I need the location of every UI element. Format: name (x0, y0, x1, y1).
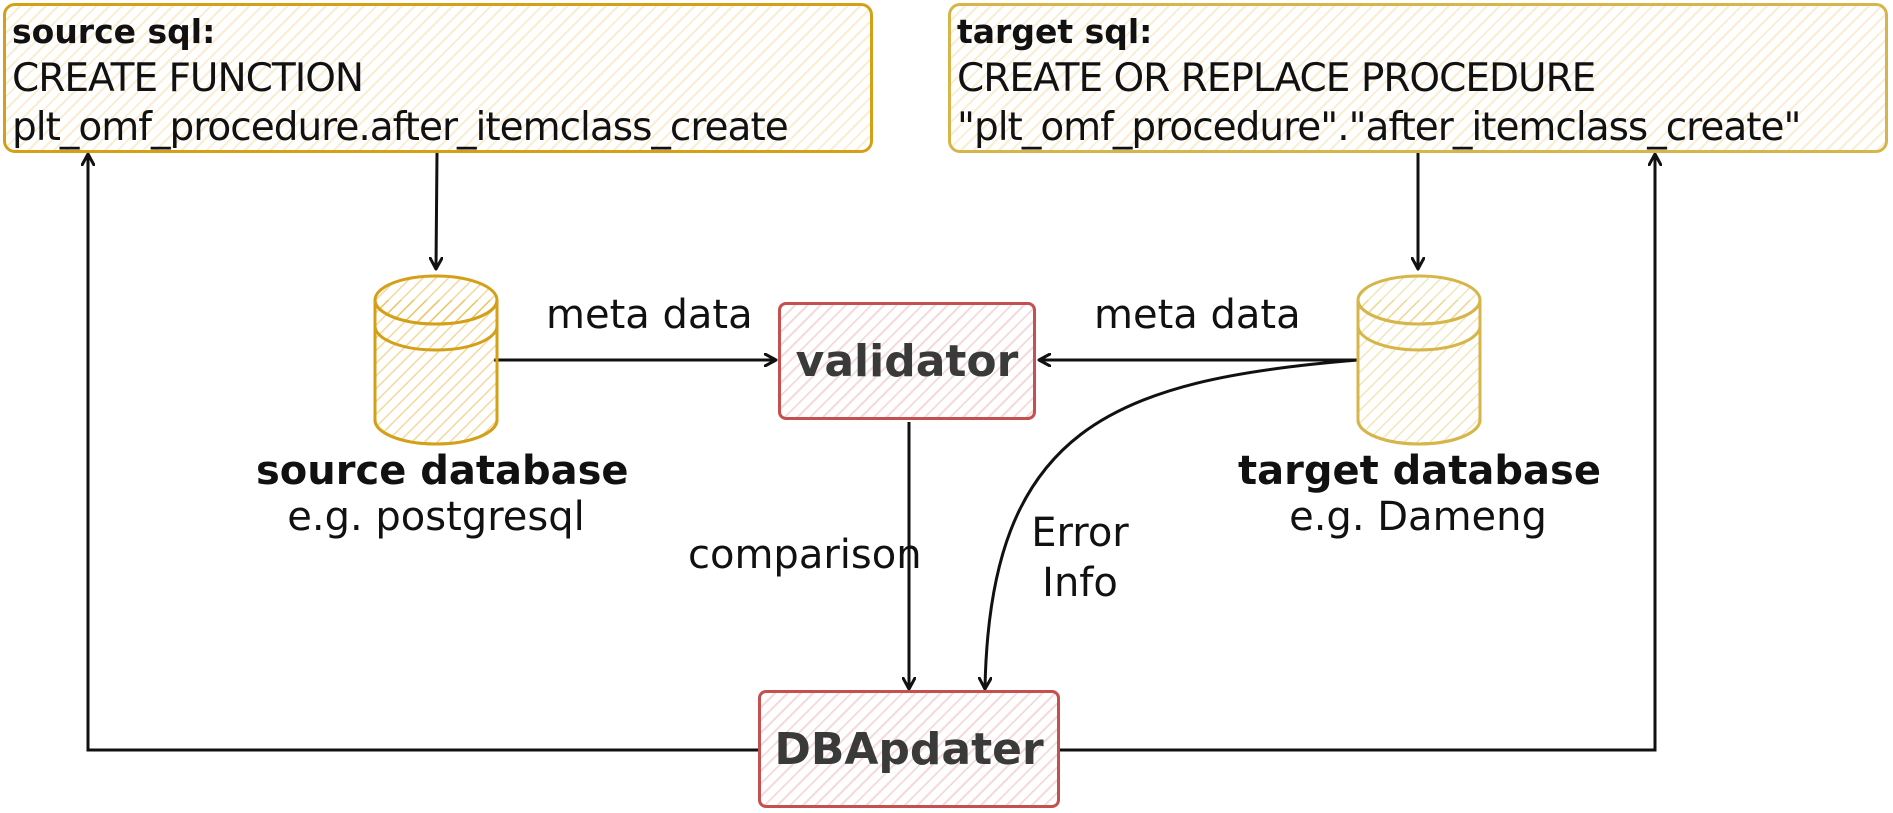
edge-label-error: Error (1031, 510, 1129, 556)
edge-label-info: Info (1042, 560, 1118, 606)
arrow-source-sql-to-db (436, 152, 437, 268)
source-database-name: source database (256, 448, 629, 494)
source-sql-line-1: CREATE FUNCTION (12, 56, 364, 101)
target-database-caption: target database e.g. Dameng (1238, 448, 1601, 540)
target-database-cylinder (1356, 274, 1482, 446)
target-sql-title: target sql: (957, 12, 1153, 51)
validator-label: validator (795, 335, 1019, 387)
source-sql-title: source sql: (12, 12, 216, 51)
arrow-target-db-to-dbapdater (985, 358, 1359, 688)
target-database-example: e.g. Dameng (1289, 494, 1547, 540)
target-sql-line-1: CREATE OR REPLACE PROCEDURE (957, 56, 1596, 101)
target-sql-line-2: "plt_omf_procedure"."after_itemclass_cre… (957, 105, 1801, 150)
edge-label-comparison: comparison (688, 532, 922, 578)
validator-node: validator (778, 302, 1036, 420)
edge-label-source-meta-data: meta data (546, 292, 753, 338)
source-database-caption: source database e.g. postgresql (256, 448, 629, 540)
target-database-name: target database (1238, 448, 1601, 494)
source-database-example: e.g. postgresql (287, 494, 585, 540)
arrow-dbapdater-to-source-sql (88, 155, 758, 752)
target-sql-box: target sql: CREATE OR REPLACE PROCEDURE … (948, 3, 1888, 153)
source-sql-box: source sql: CREATE FUNCTION plt_omf_proc… (3, 3, 873, 153)
source-database-cylinder (373, 274, 499, 446)
arrow-dbapdater-to-target-sql (1060, 155, 1655, 752)
dbapdater-label: DBApdater (774, 723, 1044, 775)
dbapdater-node: DBApdater (758, 690, 1060, 808)
source-sql-line-2: plt_omf_procedure.after_itemclass_create (12, 105, 789, 150)
edge-label-target-meta-data: meta data (1094, 292, 1301, 338)
edge-label-error-info: Error Info (1020, 508, 1140, 608)
